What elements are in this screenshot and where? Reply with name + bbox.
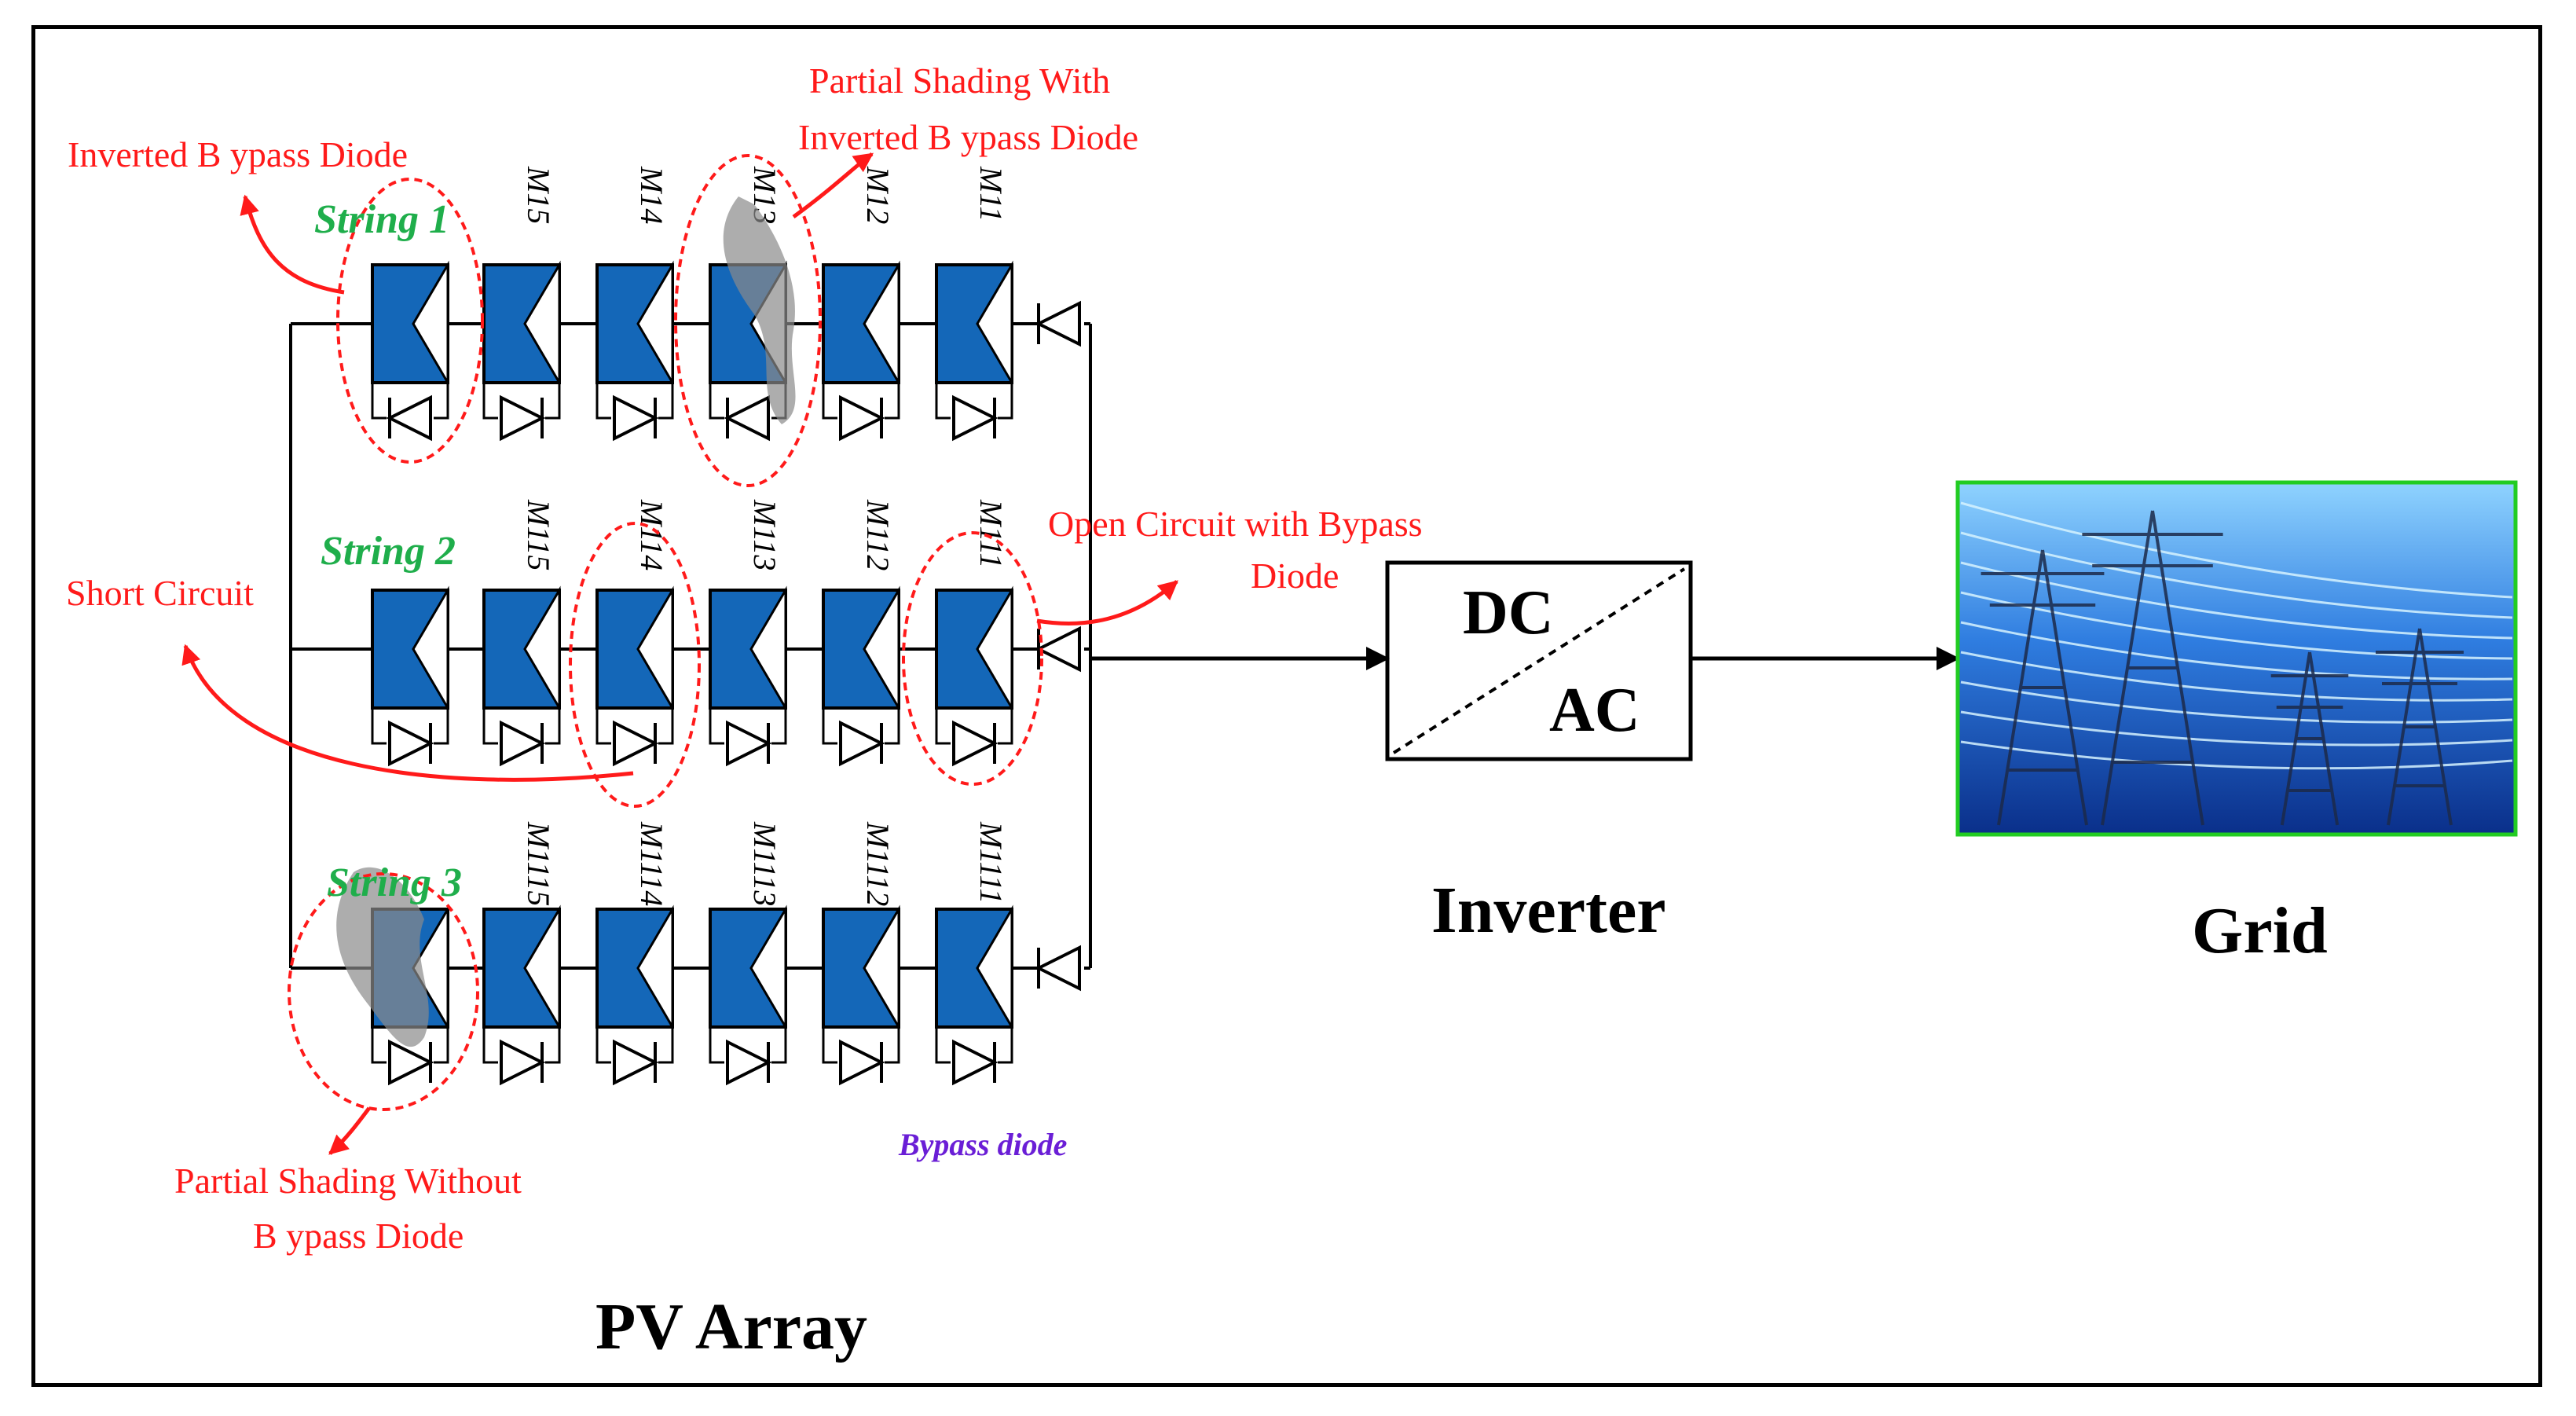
shading-marks [336, 196, 796, 1047]
bypass-diode-2-3 [726, 720, 772, 767]
module-label-1-5: M11 [973, 166, 1009, 222]
short-circuit-arrow [181, 644, 634, 782]
partial-shading-inverted-label-line2: Inverted B ypass Diode [798, 117, 1138, 157]
partial-shading-without-label-line2: B ypass Diode [253, 1216, 464, 1256]
partial-without-highlight [288, 872, 479, 1111]
string-1-module-4 [822, 260, 900, 442]
bypass-diode-1-1 [500, 394, 546, 442]
shade-string-3 [336, 867, 429, 1047]
string-2-module-4 [822, 585, 900, 767]
module-label-3-2: M1114 [634, 821, 669, 906]
open-circuit-label-line2: Diode [1251, 556, 1339, 596]
string-2 [291, 585, 1090, 767]
bypass-diode-2-2 [613, 720, 659, 767]
short-circuit-label: Short Circuit [66, 573, 254, 613]
string-1-module-1 [482, 260, 561, 442]
module-label-2-2: M114 [634, 499, 669, 570]
bypass-diode-3-2 [613, 1039, 659, 1086]
string-1 [291, 260, 1090, 442]
pv-array-label: PV Array [595, 1290, 867, 1363]
bypass-diode-2-0 [388, 720, 434, 767]
string-3 [291, 904, 1090, 1086]
open-circuit-highlight [902, 531, 1043, 786]
shade-string-1 [723, 196, 796, 424]
bypass-diode-label: Bypass diode [898, 1127, 1067, 1162]
string-1-module-5 [935, 260, 1013, 442]
blocking-diode-1 [1035, 300, 1081, 347]
bypass-diode-1-2 [613, 394, 659, 442]
partial-inverted-highlight [674, 154, 822, 487]
bypass-diode-2-4 [839, 720, 885, 767]
inverter-ac-label: AC [1549, 676, 1640, 745]
partial-shading-inverted-label-line1: Partial Shading With [809, 61, 1110, 101]
inverter-dc-label: DC [1463, 578, 1554, 647]
string-3-module-1 [482, 904, 561, 1086]
annotation-arrows [181, 152, 1178, 1155]
inverter-label: Inverter [1431, 874, 1666, 947]
string-3-module-4 [822, 904, 900, 1086]
bypass-diode-3-0 [388, 1039, 434, 1086]
inverter-divider [1392, 567, 1686, 754]
inverted-bypass-arrow [240, 194, 345, 295]
string-1-label: String 1 [314, 197, 449, 242]
inverted-bypass-diode-label: Inverted B ypass Diode [68, 134, 408, 174]
string-3-module-2 [595, 904, 674, 1086]
module-label-3-1: M1115 [521, 821, 556, 906]
bypass-diode-1-0 [386, 394, 432, 442]
partial-shading-without-label-line1: Partial Shading Without [174, 1161, 522, 1201]
bypass-diode-2-5 [952, 720, 999, 767]
string-3-module-3 [709, 904, 787, 1086]
partial-inverted-arrow [792, 152, 874, 219]
module-label-2-1: M115 [521, 499, 556, 570]
inverted-bypass-highlight [336, 178, 484, 464]
string-3-module-5 [935, 904, 1013, 1086]
bypass-diode-3-1 [500, 1039, 546, 1086]
string-1-module-2 [595, 260, 674, 442]
string-2-module-2 [595, 585, 674, 767]
open-circuit-label-line1: Open Circuit with Bypass [1048, 504, 1423, 544]
partial-without-arrow [328, 1106, 371, 1155]
module-label-2-4: M112 [860, 499, 896, 570]
string-2-label: String 2 [321, 529, 456, 574]
module-label-1-2: M14 [634, 166, 669, 224]
module-label-3-3: M1113 [747, 821, 782, 906]
string-2-module-1 [482, 585, 561, 767]
string-2-module-3 [709, 585, 787, 767]
bypass-diode-1-4 [839, 394, 885, 442]
module-label-1-4: M12 [860, 166, 896, 224]
module-label-2-3: M113 [747, 499, 782, 570]
bypass-diode-3-3 [726, 1039, 772, 1086]
bypass-diode-2-1 [500, 720, 546, 767]
bypass-diode-3-5 [952, 1039, 999, 1086]
open-circuit-arrow [1036, 580, 1178, 625]
bypass-diode-1-5 [952, 394, 999, 442]
module-label-3-4: M1112 [860, 821, 896, 906]
short-circuit-highlight [569, 522, 701, 808]
pv-array-wiring [289, 324, 1092, 968]
bypass-diode-1-3 [724, 394, 770, 442]
grid-label: Grid [2192, 894, 2328, 967]
string-2-module-extra [371, 585, 449, 767]
blocking-diode-3 [1035, 945, 1081, 992]
string-1-module-extra [371, 260, 449, 442]
string-2-module-5 [935, 585, 1013, 767]
blocking-diode-2 [1035, 625, 1081, 673]
fault-highlights [288, 154, 1043, 1111]
figure-frame [31, 25, 2542, 1387]
module-label-1-1: M15 [521, 166, 556, 224]
module-label-3-5: M1111 [973, 821, 1009, 904]
string-3-label: String 3 [327, 860, 462, 905]
grid-image [1955, 480, 2518, 837]
bypass-diode-3-4 [839, 1039, 885, 1086]
